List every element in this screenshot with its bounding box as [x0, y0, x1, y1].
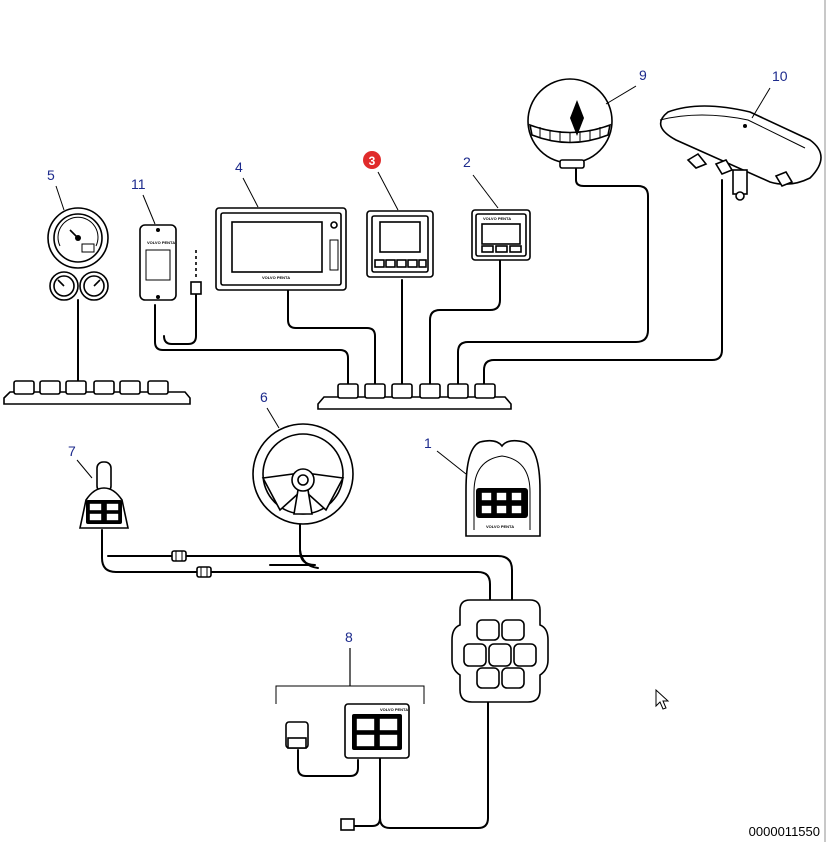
label-9: 9 — [639, 67, 647, 83]
compass-sensor — [527, 78, 613, 169]
display-brand-text: VOLVO PENTA — [262, 275, 290, 280]
label-2: 2 — [463, 154, 471, 170]
panel-brand-text: VOLVO PENTA — [486, 524, 514, 529]
gps-antenna — [659, 105, 822, 201]
wires — [77, 167, 723, 829]
tachometer-gauges — [47, 207, 109, 301]
label-8: 8 — [345, 629, 353, 645]
control-panel: VOLVO PENTA — [465, 439, 541, 537]
display2-brand-text: VOLVO PENTA — [483, 216, 511, 221]
mouse-pointer-icon — [655, 688, 670, 710]
label-7: 7 — [68, 443, 76, 459]
label-3: 3 — [369, 154, 376, 168]
label-6: 6 — [260, 389, 268, 405]
inline-connectors — [171, 550, 212, 578]
central-hub — [451, 599, 549, 703]
steering-wheel — [252, 423, 354, 525]
window-edge — [824, 0, 826, 842]
label-10: 10 — [772, 68, 788, 84]
display-unit-2: VOLVO PENTA — [471, 209, 531, 261]
label-5: 5 — [47, 167, 55, 183]
main-connector-bus — [317, 383, 512, 410]
label-1: 1 — [424, 435, 432, 451]
label-4: 4 — [235, 159, 243, 175]
module-brand-text: VOLVO PENTA — [147, 240, 175, 245]
switch-brand-text: VOLVO PENTA — [380, 707, 408, 712]
callouts: 5 11 4 3 2 9 10 6 1 7 8 — [47, 67, 788, 645]
joystick — [79, 461, 129, 529]
interface-module: VOLVO PENTA — [139, 224, 202, 301]
left-connector-bus — [3, 380, 191, 405]
multifunction-display: VOLVO PENTA — [215, 207, 347, 291]
display-unit-3 — [366, 210, 434, 278]
document-number: 0000011550 — [748, 824, 820, 839]
switch-panel-group: VOLVO PENTA — [275, 648, 425, 831]
highlight-marker — [363, 151, 381, 169]
label-11: 11 — [131, 176, 146, 192]
